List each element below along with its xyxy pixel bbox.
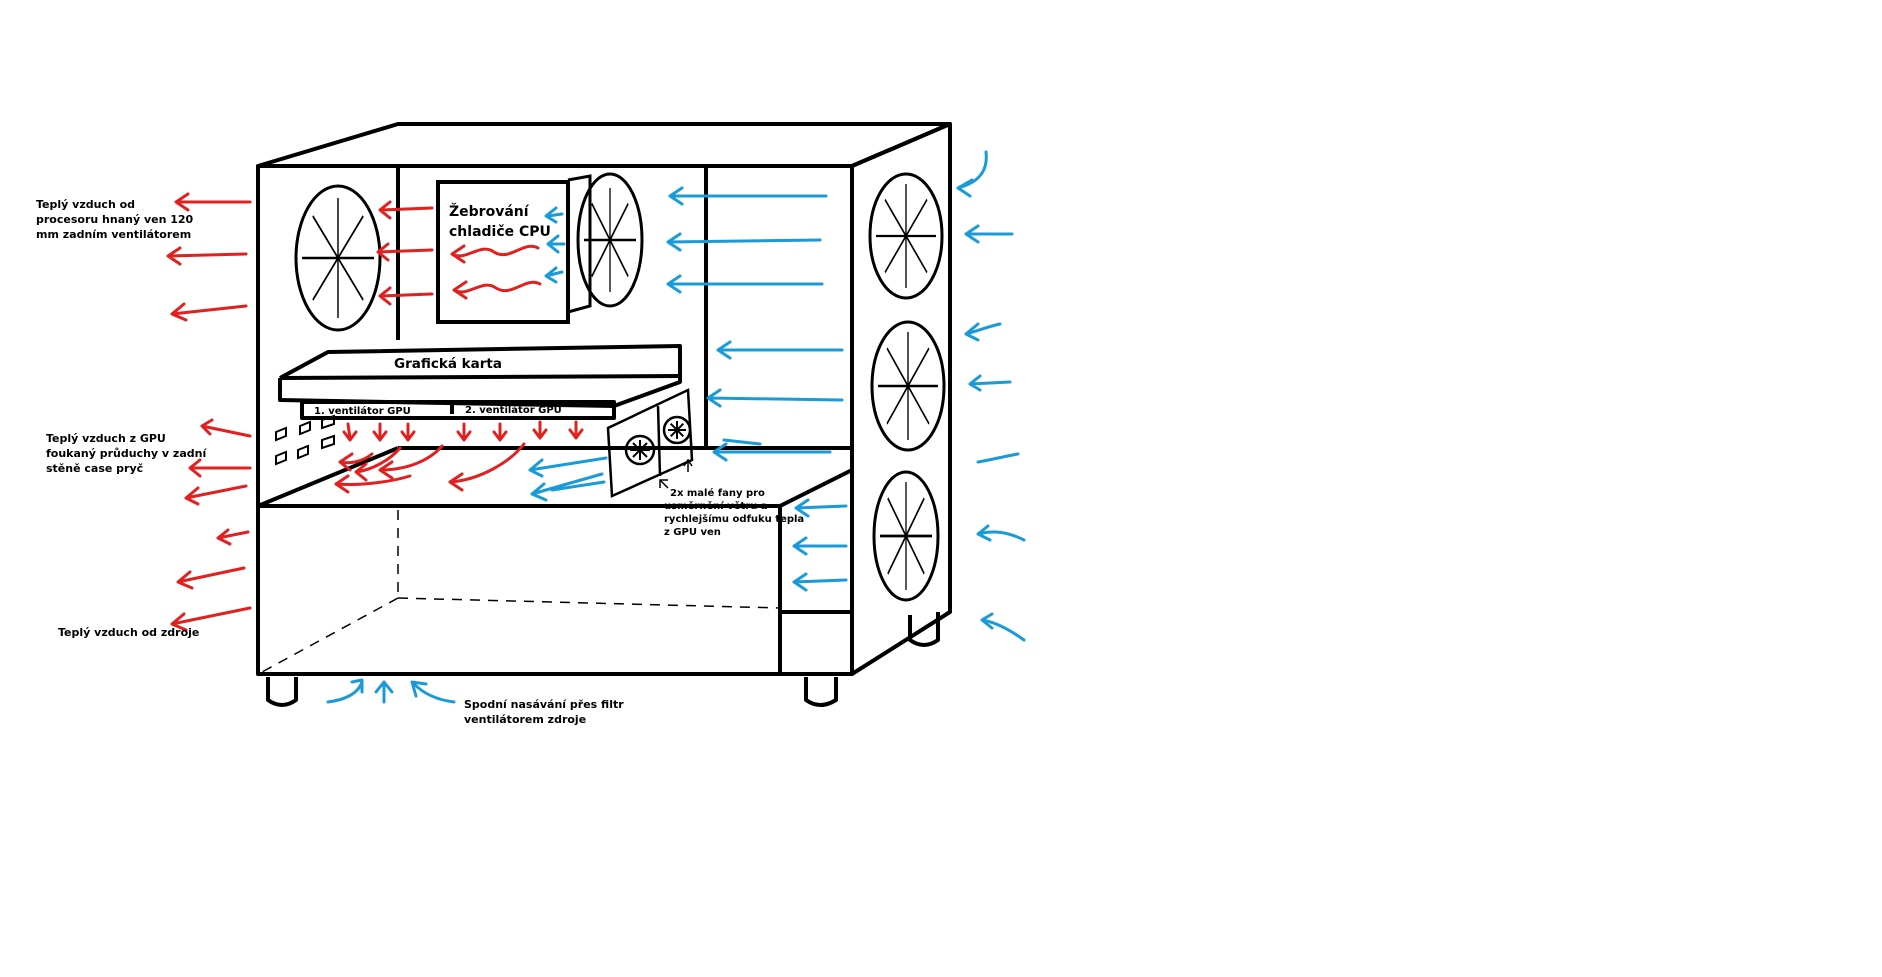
graphics-card-label: Grafická karta (394, 356, 502, 372)
cpu-heatsink (436, 180, 570, 324)
bottom-intake-line-2: ventilátorem zdroje (464, 713, 586, 726)
front-fan-bottom (872, 470, 940, 602)
front-fan-middle (870, 320, 946, 452)
heatsink-label-1: Žebrování (449, 203, 530, 220)
hidden-edges (261, 510, 781, 673)
psu-exhaust-label: Teplý vzduch od zdroje (58, 626, 199, 639)
gpu-fan-2-label: 2. ventilátor GPU (465, 404, 562, 416)
cpu-exhaust-line-3: mm zadním ventilátorem (36, 228, 191, 241)
heatsink-label-2: chladiče CPU (449, 224, 551, 240)
gpu-exhaust-line-2: foukaný průduchy v zadní (46, 447, 207, 460)
bottom-intake-line-1: Spodní nasávání přes filtr (464, 698, 624, 711)
front-intake-fans (870, 174, 944, 600)
gpu-exhaust-line-1: Teplý vzduch z GPU (46, 432, 166, 445)
cpu-cooler-fan (568, 174, 642, 312)
small-fans-note-line-2: usměrnění větru a (664, 500, 768, 512)
small-fans-note-line-3: rychlejšímu odfuku tepla (664, 513, 804, 525)
hot-air-arrows (166, 192, 584, 632)
graphics-card (278, 344, 682, 420)
fan-divider (450, 403, 454, 414)
gpu-exhaust-label: Teplý vzduch z GPU foukaný průduchy v za… (46, 432, 207, 475)
small-fans-note-line-1: 2x malé fany pro (670, 487, 765, 499)
small-fans (606, 388, 694, 498)
gpu-fan-1-label: 1. ventilátor GPU (314, 405, 411, 417)
note-pointers (659, 458, 693, 489)
small-fans-note: 2x malé fany pro usměrnění větru a rychl… (664, 487, 804, 538)
cpu-exhaust-line-1: Teplý vzduch od (36, 198, 135, 211)
case-outline (256, 122, 952, 707)
cpu-exhaust-label: Teplý vzduch od procesoru hnaný ven 120 … (36, 198, 194, 241)
small-fans-note-line-4: z GPU ven (664, 527, 721, 538)
front-fan-top (868, 172, 944, 300)
rear-exhaust-fan (296, 186, 380, 330)
bottom-intake-label: Spodní nasávání přes filtr ventilátorem … (464, 698, 624, 726)
cpu-exhaust-line-2: procesoru hnaný ven 120 (36, 213, 194, 226)
cool-air-arrows (326, 150, 1026, 704)
gpu-exhaust-line-3: stěně case pryč (46, 462, 143, 475)
rear-vents (275, 414, 335, 466)
